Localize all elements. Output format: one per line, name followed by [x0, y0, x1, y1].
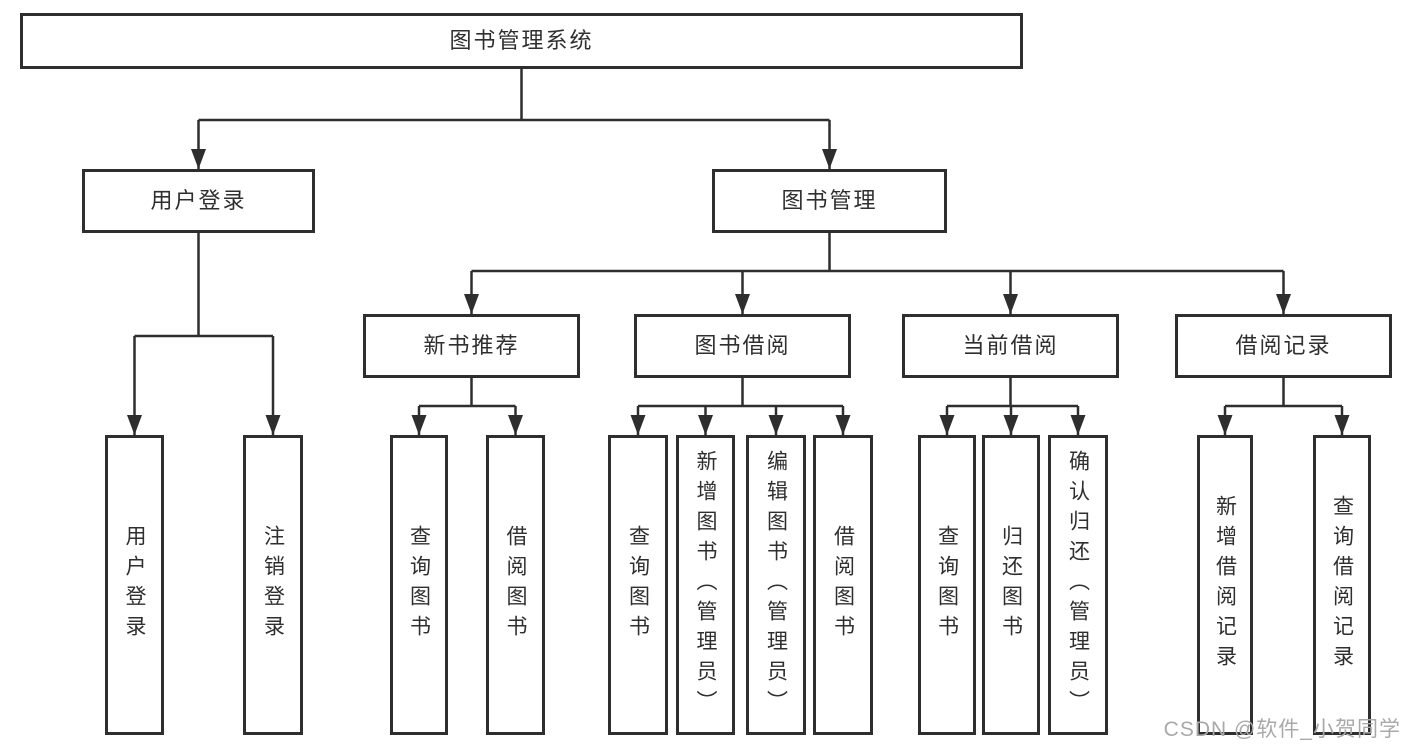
node-book-management: 图书管理 — [712, 169, 947, 233]
leaf-add-books-admin: 新增图书（管理员） — [676, 435, 735, 735]
node-user-login: 用户登录 — [82, 169, 315, 233]
leaf-edit-books-admin: 编辑图书（管理员） — [746, 435, 806, 735]
node-book-borrow: 图书借阅 — [634, 314, 851, 378]
leaf-return-books: 归还图书 — [982, 435, 1040, 735]
leaf-query-borrow-record: 查询借阅记录 — [1313, 435, 1371, 735]
leaf-query-books-current: 查询图书 — [918, 435, 976, 735]
leaf-query-books-recommend: 查询图书 — [390, 435, 448, 735]
leaf-user-login: 用户登录 — [105, 435, 164, 735]
csdn-watermark: CSDN @软件_小贺同学 — [1163, 718, 1401, 741]
leaf-borrow-books: 借阅图书 — [813, 435, 873, 735]
leaf-borrow-books-recommend: 借阅图书 — [486, 435, 545, 735]
leaf-add-borrow-record: 新增借阅记录 — [1197, 435, 1253, 735]
node-borrow-records: 借阅记录 — [1175, 314, 1392, 378]
node-current-borrow: 当前借阅 — [902, 314, 1119, 378]
leaf-logout: 注销登录 — [243, 435, 303, 735]
node-new-book-recommend: 新书推荐 — [363, 314, 580, 378]
leaf-confirm-return-admin: 确认归还（管理员） — [1048, 435, 1108, 735]
node-root: 图书管理系统 — [20, 13, 1023, 69]
leaf-query-books-borrow: 查询图书 — [608, 435, 668, 735]
